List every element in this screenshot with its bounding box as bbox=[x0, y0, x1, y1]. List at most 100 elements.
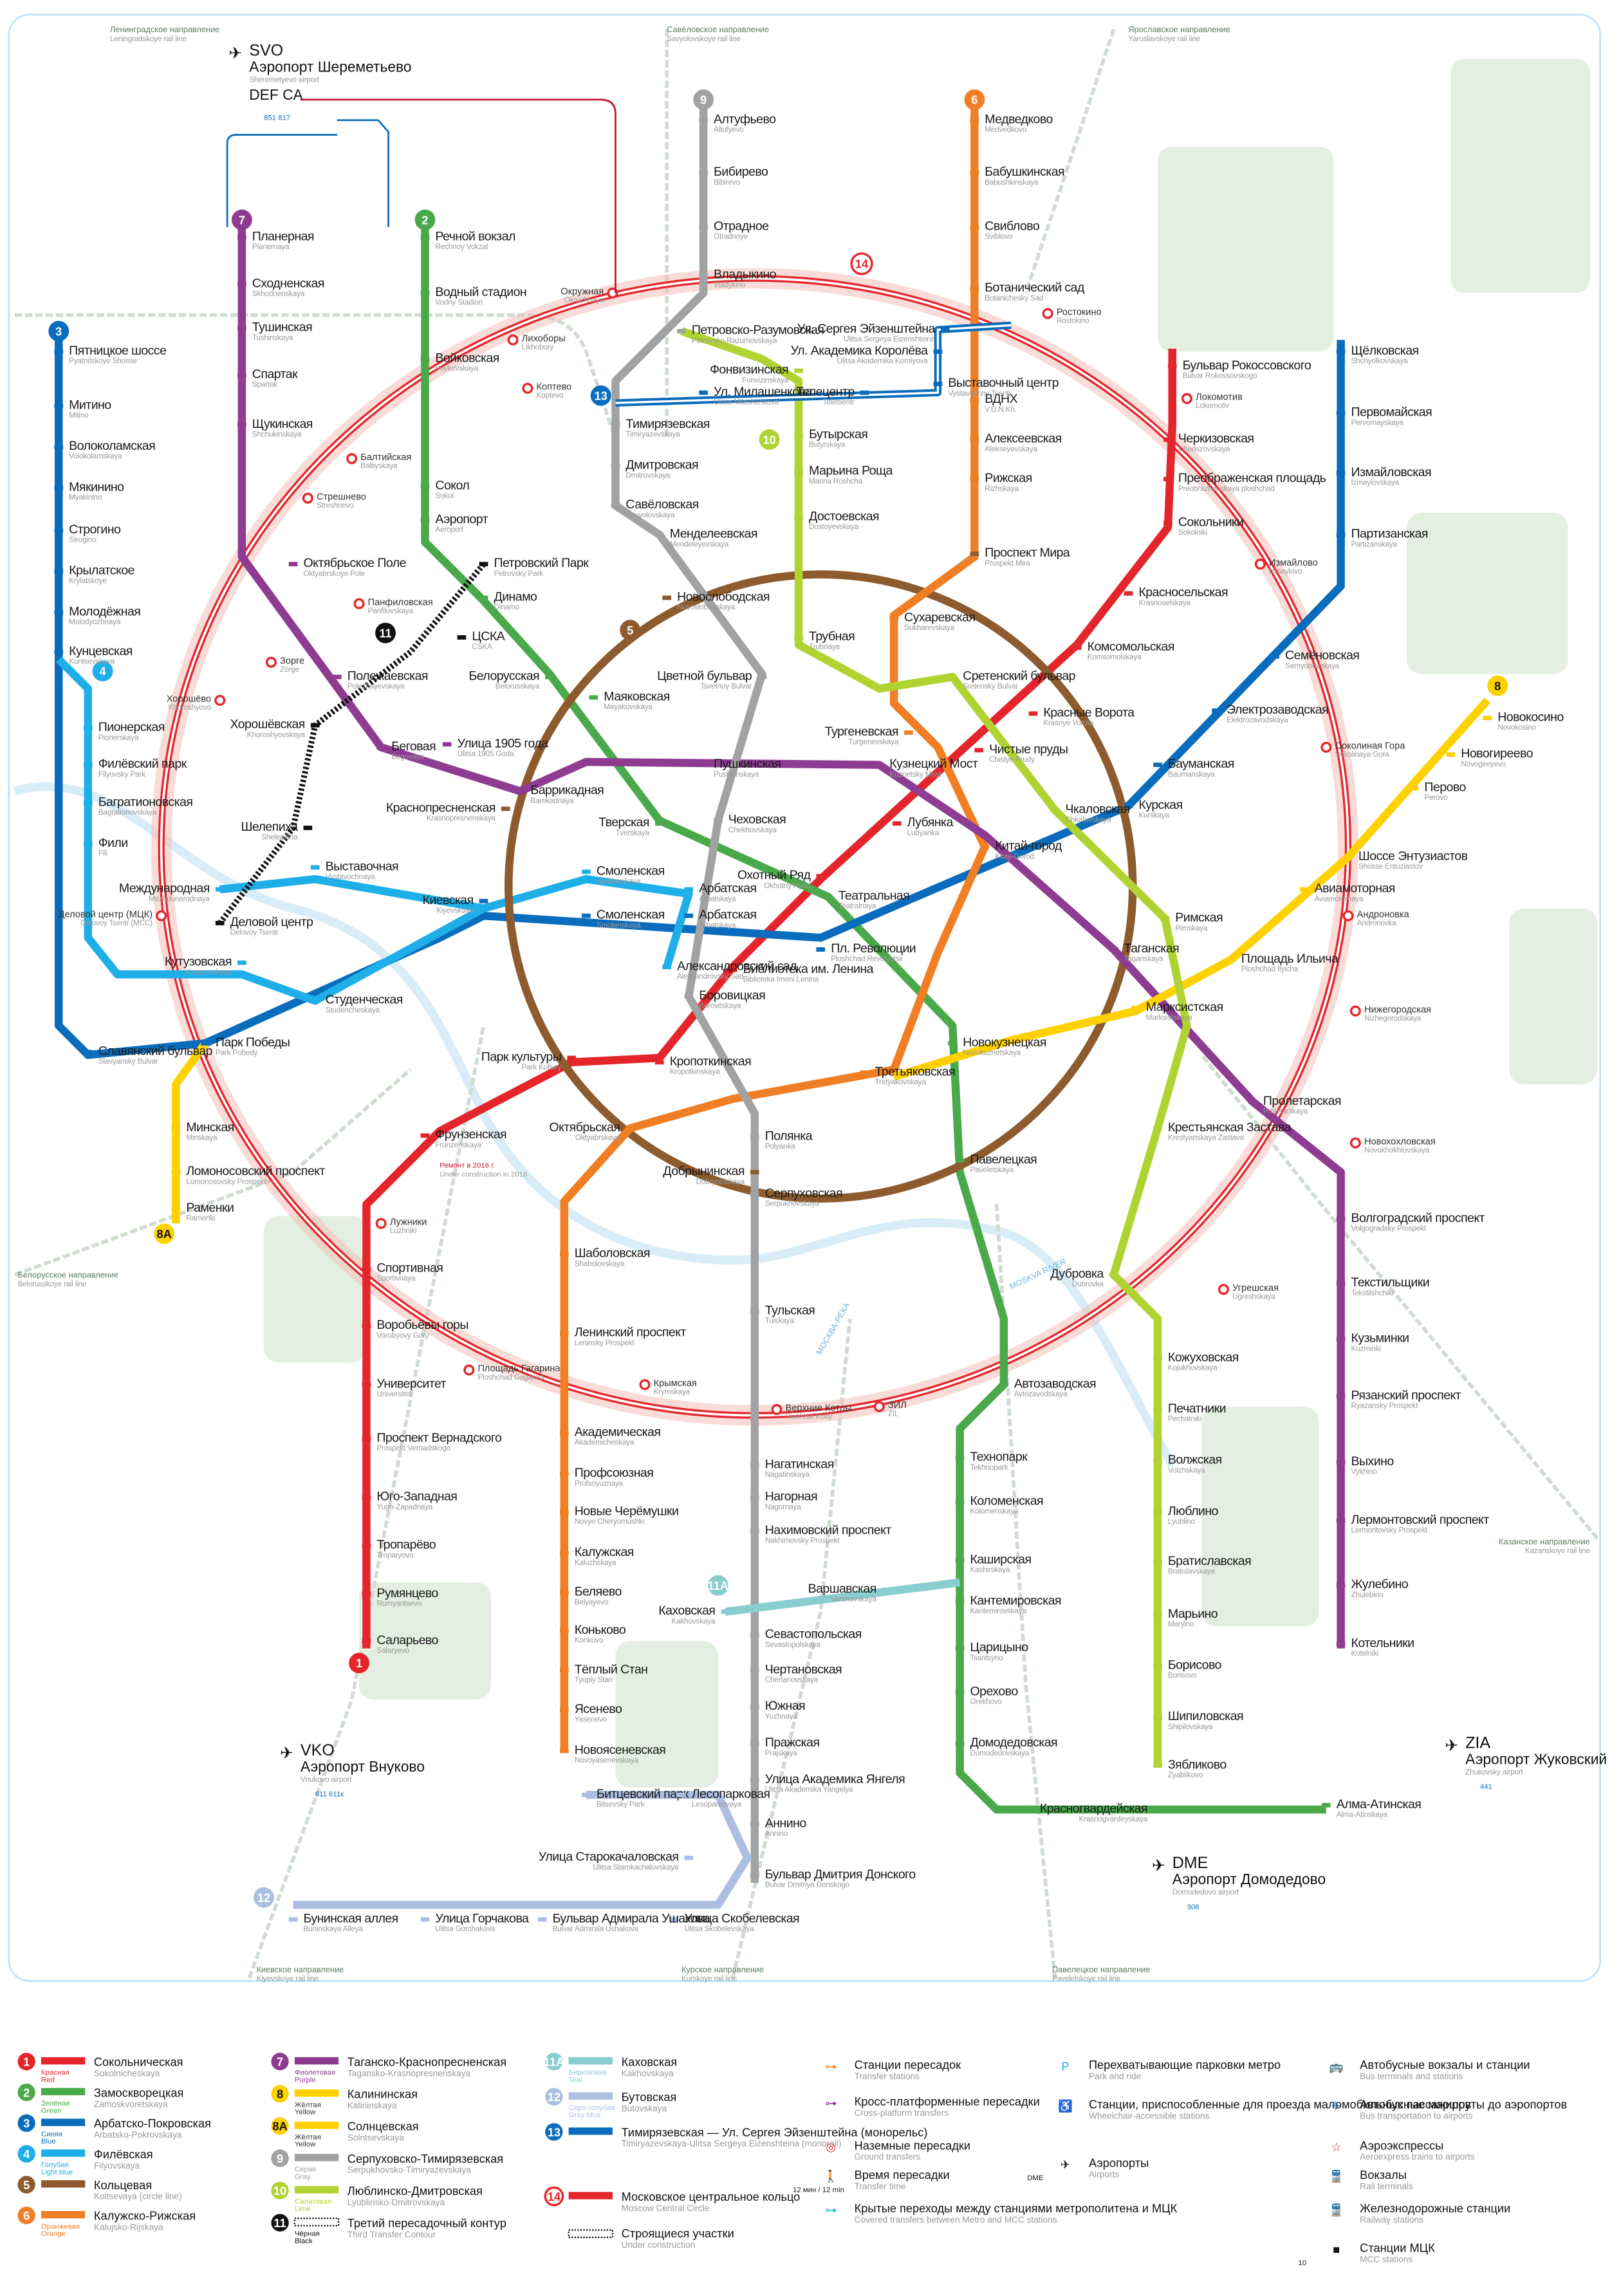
station[interactable]: Петровско-РазумовскаяPetrovsko-Razumovsk… bbox=[677, 323, 824, 345]
